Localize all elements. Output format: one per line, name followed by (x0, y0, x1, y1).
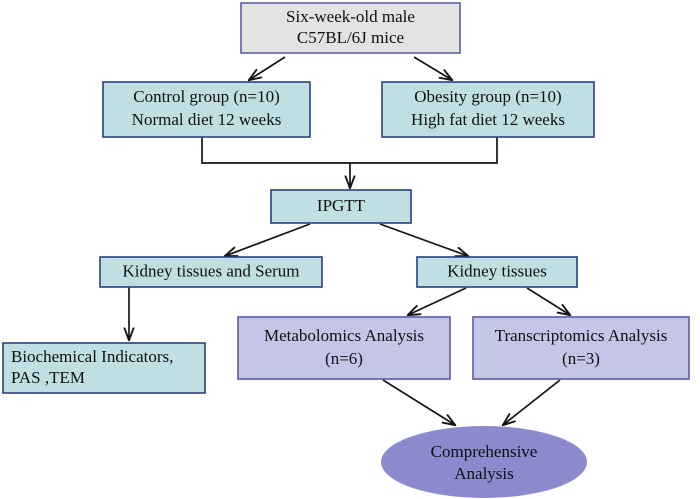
kidney-tissues-box-shape (416, 256, 578, 288)
comprehensive-line-2: Analysis (454, 464, 514, 483)
transcriptomics-line-2: (n=3) (562, 349, 600, 368)
biochemical-line-1: Biochemical Indicators, (11, 347, 173, 366)
edge-kidney-to-transcriptomics (526, 287, 570, 315)
edge-transcriptomics-to-comprehensive (503, 379, 561, 425)
obesity-group-line-1: Obesity group (n=10) (414, 87, 561, 106)
transcriptomics-box-shape (472, 316, 690, 380)
edge-animals-to-obesity (413, 56, 452, 80)
obesity-group-box-shape (381, 81, 595, 138)
control-group-box-shape (102, 81, 311, 138)
edge-ipgtt-to-kidney (379, 223, 468, 256)
kidney-tissues-box: Kidney tissues (416, 256, 578, 288)
animal-model-box-shape (240, 2, 461, 54)
ipgtt-box-shape (270, 189, 412, 224)
animal-model-line-2: C57BL/6J mice (297, 28, 404, 47)
transcriptomics-analysis-box: Transcriptomics Analysis (n=3) (472, 316, 690, 380)
edge-metabolomics-to-comprehensive (382, 379, 455, 425)
control-group-box: Control group (n=10) Normal diet 12 week… (102, 81, 311, 138)
kidney-tissues-label: Kidney tissues (447, 261, 547, 280)
comprehensive-ellipse-shape (381, 426, 587, 498)
biochemical-box-shape (2, 342, 206, 394)
kidney-serum-box-shape (99, 256, 323, 288)
kidney-serum-label: Kidney tissues and Serum (122, 261, 299, 280)
animal-model-line-1: Six-week-old male (286, 7, 415, 26)
obesity-group-line-2: High fat diet 12 weeks (411, 110, 565, 129)
edge-animals-to-control (249, 56, 286, 80)
biochemical-indicators-box: Biochemical Indicators, PAS ,TEM (2, 342, 206, 394)
metabolomics-analysis-box: Metabolomics Analysis (n=6) (237, 316, 451, 380)
edge-ipgtt-to-kidney-serum (225, 223, 311, 256)
metabolomics-line-1: Metabolomics Analysis (264, 326, 424, 345)
edge-obesity-to-ipgtt (350, 137, 498, 164)
kidney-tissues-and-serum-box: Kidney tissues and Serum (99, 256, 323, 288)
edge-kidney-to-metabolomics (408, 287, 467, 315)
ipgtt-box: IPGTT (270, 189, 412, 224)
control-group-line-2: Normal diet 12 weeks (132, 110, 282, 129)
transcriptomics-line-1: Transcriptomics Analysis (495, 326, 668, 345)
ipgtt-label: IPGTT (317, 196, 366, 215)
comprehensive-analysis-ellipse: Comprehensive Analysis (381, 426, 587, 498)
obesity-group-box: Obesity group (n=10) High fat diet 12 we… (381, 81, 595, 138)
biochemical-line-2: PAS ,TEM (11, 368, 85, 387)
animal-model-box: Six-week-old male C57BL/6J mice (240, 2, 461, 54)
control-group-line-1: Control group (n=10) (133, 87, 280, 106)
metabolomics-box-shape (237, 316, 451, 380)
comprehensive-line-1: Comprehensive (431, 442, 538, 461)
metabolomics-line-2: (n=6) (325, 349, 363, 368)
edge-control-to-ipgtt (201, 137, 350, 164)
